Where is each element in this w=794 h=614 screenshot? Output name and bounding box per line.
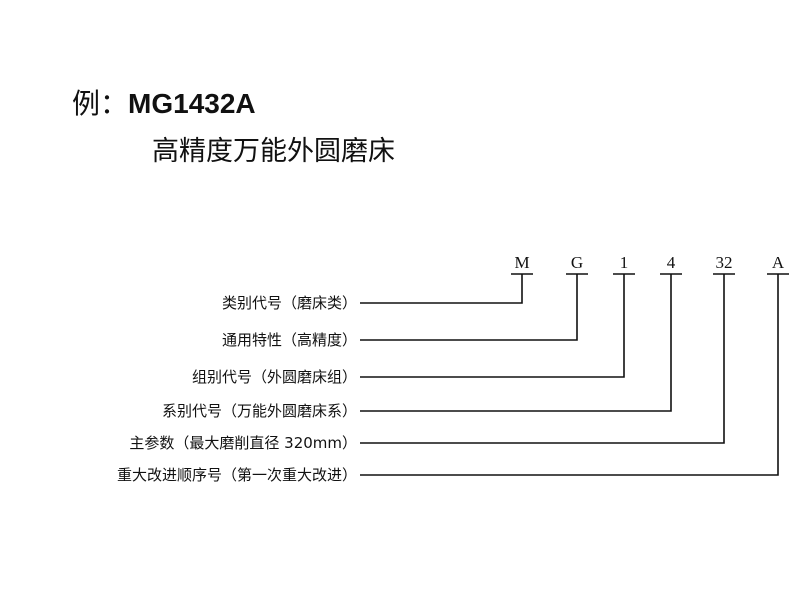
connector-line-3 xyxy=(360,274,672,412)
row-label-4: 主参数（最大磨削直径 320mm） xyxy=(129,434,357,452)
connector-line-0 xyxy=(360,274,523,304)
row-label-0: 类别代号（磨床类） xyxy=(222,294,357,312)
code-part-2: 1 xyxy=(620,253,629,272)
code-part-5: A xyxy=(772,253,785,272)
model-name: 高精度万能外圆磨床 xyxy=(152,136,395,167)
row-label-5: 重大改进顺序号（第一次重大改进） xyxy=(117,466,357,484)
code-part-4: 32 xyxy=(716,253,733,272)
example-title: 例：MG1432A xyxy=(72,86,256,122)
code-part-0: M xyxy=(514,253,529,272)
connector-line-1 xyxy=(360,274,578,341)
row-label-2: 组别代号（外圆磨床组） xyxy=(192,368,357,386)
row-label-1: 通用特性（高精度） xyxy=(222,331,357,349)
connector-line-5 xyxy=(360,274,779,476)
row-label-3: 系别代号（万能外圆磨床系） xyxy=(162,402,357,420)
example-prefix: 例： xyxy=(72,87,129,120)
connector-line-2 xyxy=(360,274,625,378)
connector-line-4 xyxy=(360,274,725,444)
code-part-1: G xyxy=(571,253,583,272)
code-part-3: 4 xyxy=(667,253,676,272)
model-code: MG1432A xyxy=(128,88,256,119)
